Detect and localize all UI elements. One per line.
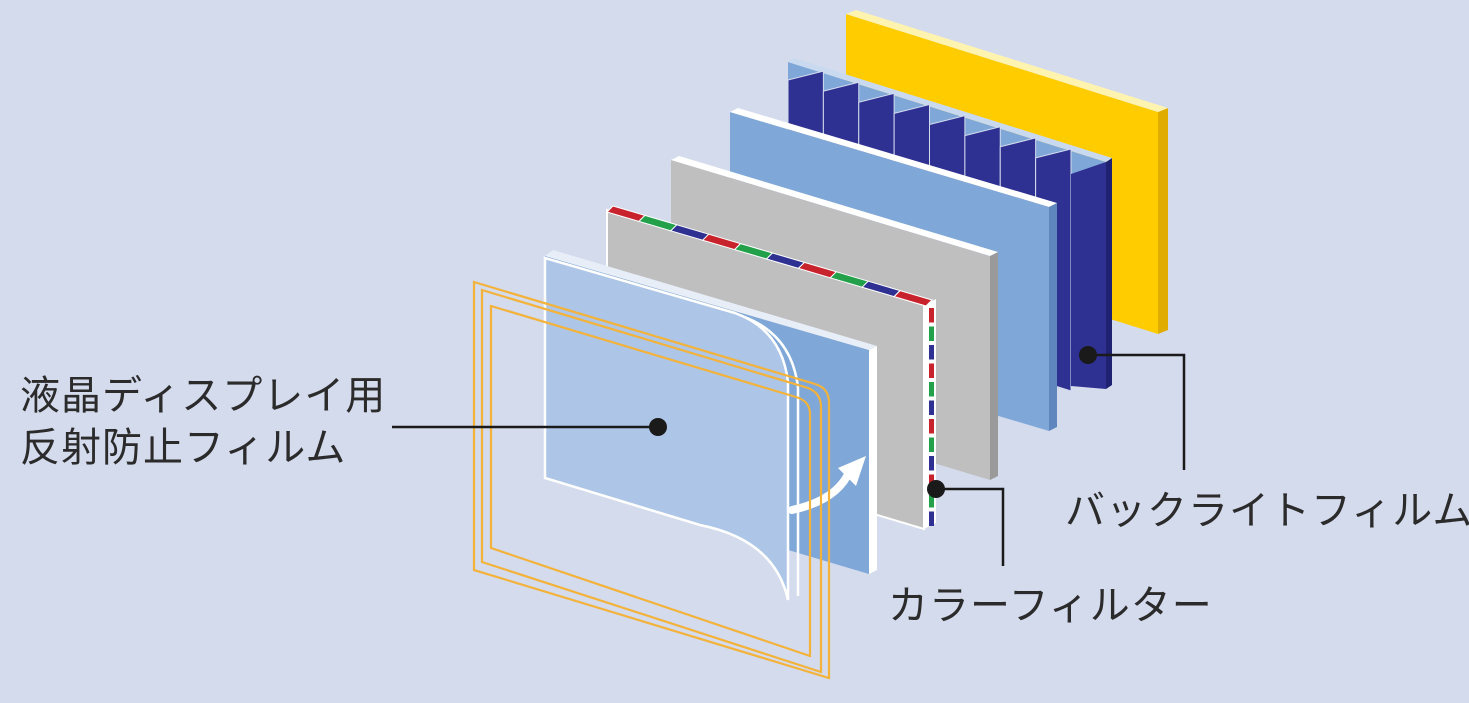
color-filter-stripe — [893, 290, 933, 307]
label-backlight-film: バックライトフィルム — [1065, 488, 1469, 534]
color-filter-side-stripe — [929, 511, 934, 526]
color-filter-side-stripes — [929, 308, 934, 526]
leader-dot-color-filter — [927, 480, 945, 498]
color-filter-top-stripes — [606, 205, 933, 307]
frame-outline-outer — [472, 280, 831, 680]
color-filter-side-stripe — [929, 345, 934, 360]
frame-outline-inner — [489, 304, 812, 658]
leader-dot-backlight — [1079, 346, 1097, 364]
color-filter-side-stripe — [929, 419, 934, 434]
color-filter-side-stripe — [929, 326, 934, 341]
orange-frame-outlines — [472, 280, 831, 680]
leader-line-color-filter — [936, 487, 1005, 566]
label-anti-reflection-film: 液晶ディスプレイ用 反射防止フィルム — [20, 370, 386, 474]
color-filter-side-stripe — [929, 400, 934, 415]
leader-line-backlight — [1088, 353, 1186, 470]
leader-lines — [392, 353, 1186, 566]
label-anti-reflection-line1: 液晶ディスプレイ用 — [20, 373, 387, 419]
frame-outline-middle — [480, 288, 823, 674]
color-filter-side-stripe — [929, 382, 934, 397]
leader-dot-anti-reflection — [649, 418, 667, 436]
label-color-filter: カラーフィルター — [888, 583, 1213, 629]
color-filter-side-stripe — [929, 363, 934, 378]
color-filter-side-stripe — [929, 493, 934, 508]
label-anti-reflection-line2: 反射防止フィルム — [20, 425, 347, 471]
color-filter-side-stripe — [929, 308, 934, 323]
color-filter-side-stripe — [929, 456, 934, 471]
color-filter-side-stripe — [929, 437, 934, 452]
